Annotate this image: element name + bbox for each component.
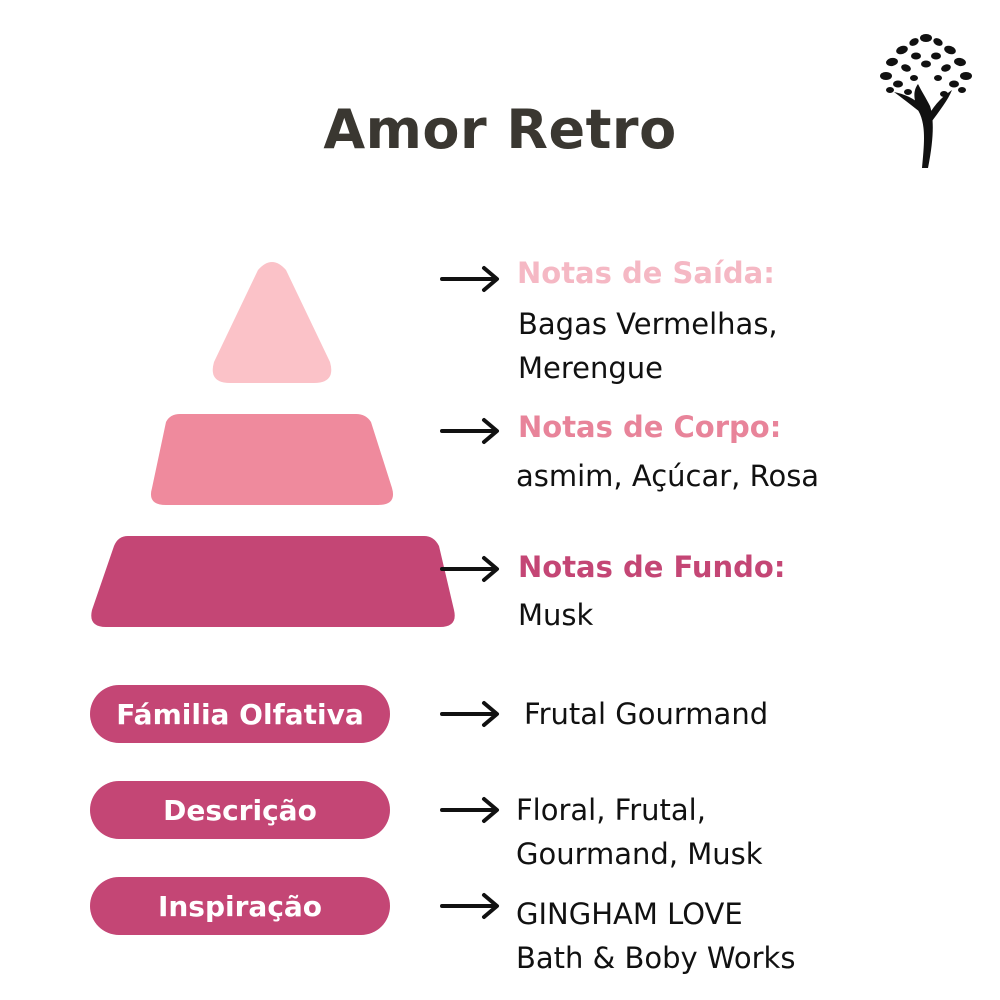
right-arrow-icon bbox=[440, 266, 499, 292]
right-arrow-icon bbox=[440, 556, 499, 582]
right-arrow-icon bbox=[440, 418, 499, 444]
top-notes-text: Bagas Vermelhas, Merengue bbox=[518, 307, 778, 385]
middle-notes-text: asmim, Açúcar, Rosa bbox=[516, 459, 820, 493]
description-badge: Descrição bbox=[90, 781, 390, 839]
inspiration-value: GINGHAM LOVE Bath & Boby Works bbox=[516, 897, 796, 975]
right-arrow-icon bbox=[440, 797, 499, 823]
right-arrow-icon bbox=[440, 893, 499, 919]
page-title: Amor Retro bbox=[323, 98, 677, 161]
olfactory-family-value: Frutal Gourmand bbox=[524, 697, 769, 731]
middle-notes-label: Notas de Corpo: bbox=[518, 410, 782, 444]
top-notes-label: Notas de Saída: bbox=[517, 256, 775, 290]
base-notes-label: Notas de Fundo: bbox=[518, 550, 786, 584]
inspiration-badge: Inspiração bbox=[90, 877, 390, 935]
base-notes-tier bbox=[91, 536, 455, 627]
middle-notes-tier bbox=[150, 414, 394, 505]
top-notes-tier bbox=[212, 262, 332, 383]
base-notes-text: Musk bbox=[518, 598, 594, 632]
tree-icon bbox=[880, 34, 972, 168]
description-value: Floral, Frutal, Gourmand, Musk bbox=[516, 793, 763, 871]
olfactory-family-badge: Fámilia Olfativa bbox=[90, 685, 390, 743]
right-arrow-icon bbox=[440, 701, 499, 727]
